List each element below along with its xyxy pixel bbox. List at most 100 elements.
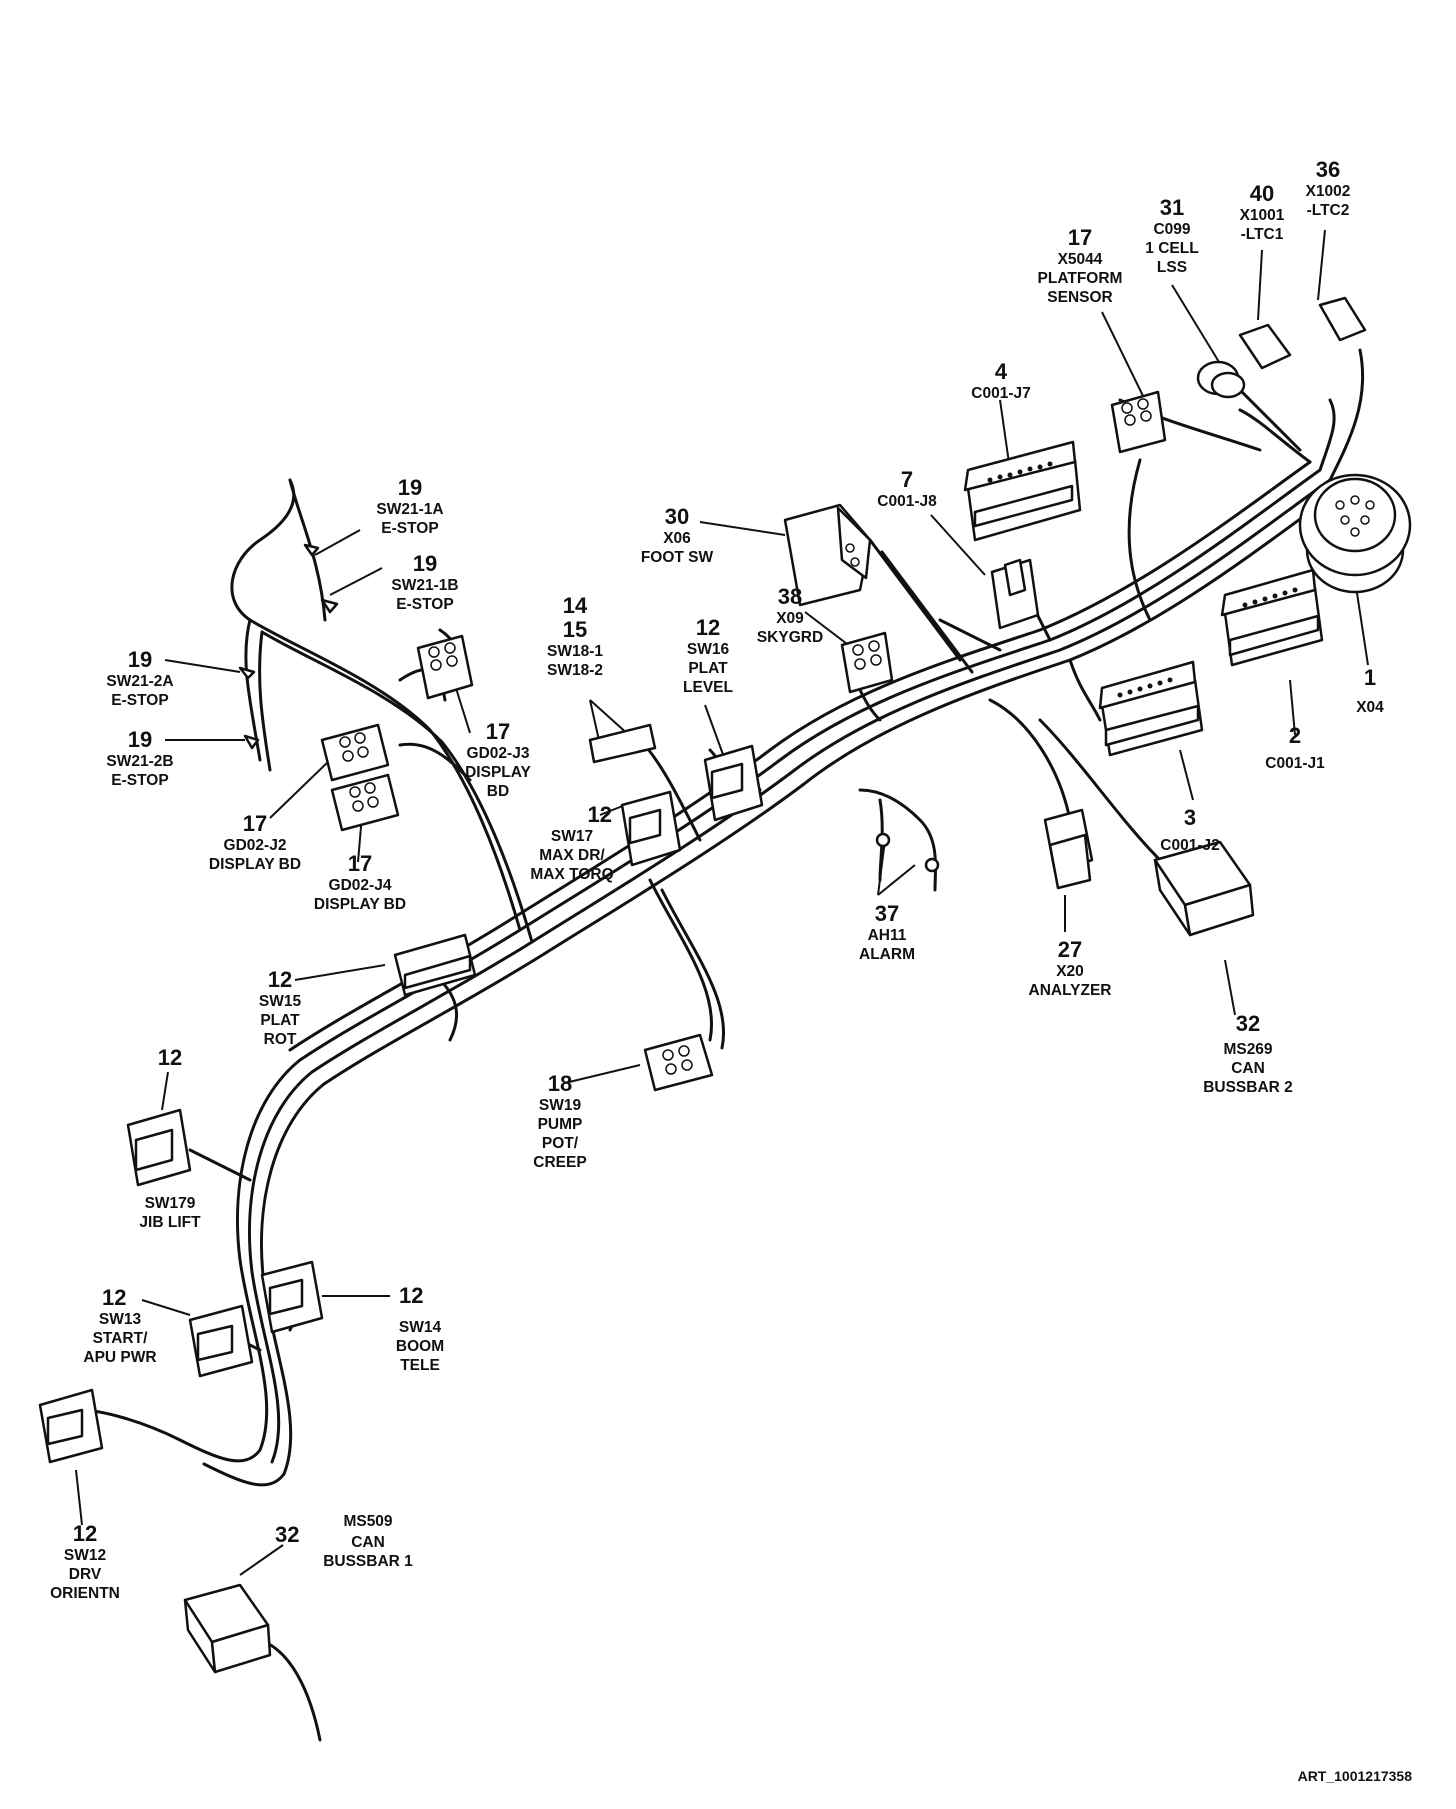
callout-32-ms269: 32 MS269 CAN BUSSBAR 2 — [1193, 1012, 1303, 1097]
callout-line: SW12 — [63, 1547, 107, 1564]
callout-number: 12 — [72, 1521, 98, 1546]
callout-line: AH11 — [867, 927, 907, 944]
callout-12-sw179: 12 SW179 JIB LIFT — [125, 1046, 215, 1232]
callout-number: 19 — [127, 727, 153, 752]
callout-line: SW13 — [98, 1311, 142, 1328]
callout-line: MS269 — [1223, 1041, 1273, 1058]
gd02-j2-connector — [320, 723, 390, 782]
sw19-connector — [643, 1033, 714, 1092]
callout-line: CAN — [1231, 1060, 1265, 1077]
callout-number: 19 — [127, 647, 153, 672]
callout-number: 12 — [399, 1283, 424, 1308]
callout-37: 37 AH11 ALARM — [842, 902, 932, 964]
callout-line: GD02-J2 — [223, 837, 287, 854]
callout-number: 27 — [1057, 937, 1083, 962]
c001-j8-connector — [990, 558, 1040, 630]
c001-j2-connector — [1098, 660, 1204, 757]
callout-12-sw13: 12 SW13 START/ APU PWR — [70, 1286, 170, 1367]
callout-line: DISPLAY BD — [313, 896, 407, 913]
callout-line: ANALYZER — [1028, 982, 1112, 999]
callout-line: E-STOP — [111, 692, 169, 709]
callout-number: 17 — [485, 719, 511, 744]
callout-line: DISPLAY BD — [208, 856, 302, 873]
callout-line: CREEP — [533, 1154, 587, 1171]
callout-4: 4 C001-J7 — [956, 360, 1046, 403]
callout-line: SW21-2B — [106, 753, 174, 770]
e-stop-terminals — [238, 543, 339, 750]
callout-27: 27 X20 ANALYZER — [1020, 938, 1120, 1000]
callout-line: 1 CELL — [1145, 240, 1199, 257]
callout-number: 17 — [242, 811, 268, 836]
callout-line: START/ — [92, 1330, 148, 1347]
callout-line: -LTC1 — [1240, 226, 1284, 243]
callout-30: 30 X06 FOOT SW — [632, 505, 722, 567]
callout-line: BUSSBAR 2 — [1203, 1079, 1293, 1096]
callout-line: DISPLAY — [465, 764, 531, 781]
callout-line: FOOT SW — [640, 549, 714, 566]
callout-line: TELE — [400, 1357, 440, 1374]
callout-line: SKYGRD — [756, 629, 824, 646]
callout-line: X09 — [776, 610, 804, 627]
callout-line: SW21-2A — [106, 673, 174, 690]
callout-line: BUSSBAR 1 — [323, 1553, 413, 1570]
callout-number: 4 — [994, 359, 1008, 384]
callout-line: LEVEL — [683, 679, 733, 696]
callout-14-15: 14 15 SW18-1 SW18-2 — [530, 594, 620, 680]
callout-number: 32 — [275, 1522, 300, 1547]
x5044-connector — [1110, 390, 1167, 454]
callout-line: SW21-1B — [391, 577, 459, 594]
callout-19-sw21-2b: 19 SW21-2B E-STOP — [95, 728, 185, 790]
callout-line: GD02-J4 — [328, 877, 392, 894]
callout-number: 30 — [664, 504, 690, 529]
callout-line: SW17 — [550, 828, 594, 845]
sw16-connector — [703, 744, 764, 822]
callout-line: MAX TORQ — [530, 866, 614, 883]
ms509-connector — [183, 1583, 272, 1674]
callout-number: 36 — [1315, 157, 1341, 182]
callout-number: 2 — [1288, 723, 1302, 748]
sw17-connector — [620, 790, 682, 867]
callout-18: 18 SW19 PUMP POT/ CREEP — [520, 1072, 600, 1172]
callout-line: BOOM — [395, 1338, 445, 1355]
callout-number: 17 — [1067, 225, 1093, 250]
callout-line: C001-J1 — [1265, 755, 1325, 772]
callout-line: E-STOP — [396, 596, 454, 613]
callout-12-sw14: 12 SW14 BOOM TELE — [375, 1284, 465, 1375]
x06-connector — [783, 503, 872, 607]
x04-round-connector — [1298, 473, 1412, 594]
callout-line: GD02-J3 — [466, 745, 530, 762]
callout-line: PUMP — [537, 1116, 583, 1133]
connectors — [38, 296, 1412, 1674]
callout-12-sw16: 12 SW16 PLAT LEVEL — [663, 616, 753, 697]
callout-line: X06 — [663, 530, 691, 547]
callout-line: SW18-2 — [547, 662, 603, 679]
callout-19-sw21-2a: 19 SW21-2A E-STOP — [95, 648, 185, 710]
x20-connector — [1043, 808, 1094, 890]
callout-line: JIB LIFT — [139, 1214, 201, 1231]
x1002-connector — [1318, 296, 1367, 342]
callout-line: PLAT — [260, 1012, 300, 1029]
sw18-connector — [588, 723, 657, 764]
callout-40: 40 X1001 -LTC1 — [1222, 182, 1302, 244]
callout-line: X20 — [1056, 963, 1084, 980]
sw13-connector — [188, 1304, 254, 1378]
callout-line: X1002 — [1305, 183, 1351, 200]
callout-line: ORIENTN — [50, 1585, 120, 1602]
callout-line: SW179 — [144, 1195, 196, 1212]
c001-j1-connector — [1220, 568, 1324, 667]
callout-line: DRV — [68, 1566, 102, 1583]
art-id-label: ART_1001217358 — [1297, 1768, 1412, 1784]
callout-19-sw21-1a: 19 SW21-1A E-STOP — [365, 476, 455, 538]
callout-number: 7 — [900, 467, 914, 492]
callout-line: MAX DR/ — [539, 847, 605, 864]
callout-line: APU PWR — [83, 1349, 157, 1366]
callout-line: C099 — [1153, 221, 1191, 238]
callout-number: 31 — [1159, 195, 1185, 220]
sw14-connector — [260, 1260, 324, 1334]
gd02-j3-connector — [416, 634, 474, 700]
callout-line: E-STOP — [381, 520, 439, 537]
callout-line: SW19 — [538, 1097, 582, 1114]
callout-line: C001-J7 — [971, 385, 1031, 402]
callout-line: X04 — [1356, 699, 1384, 716]
